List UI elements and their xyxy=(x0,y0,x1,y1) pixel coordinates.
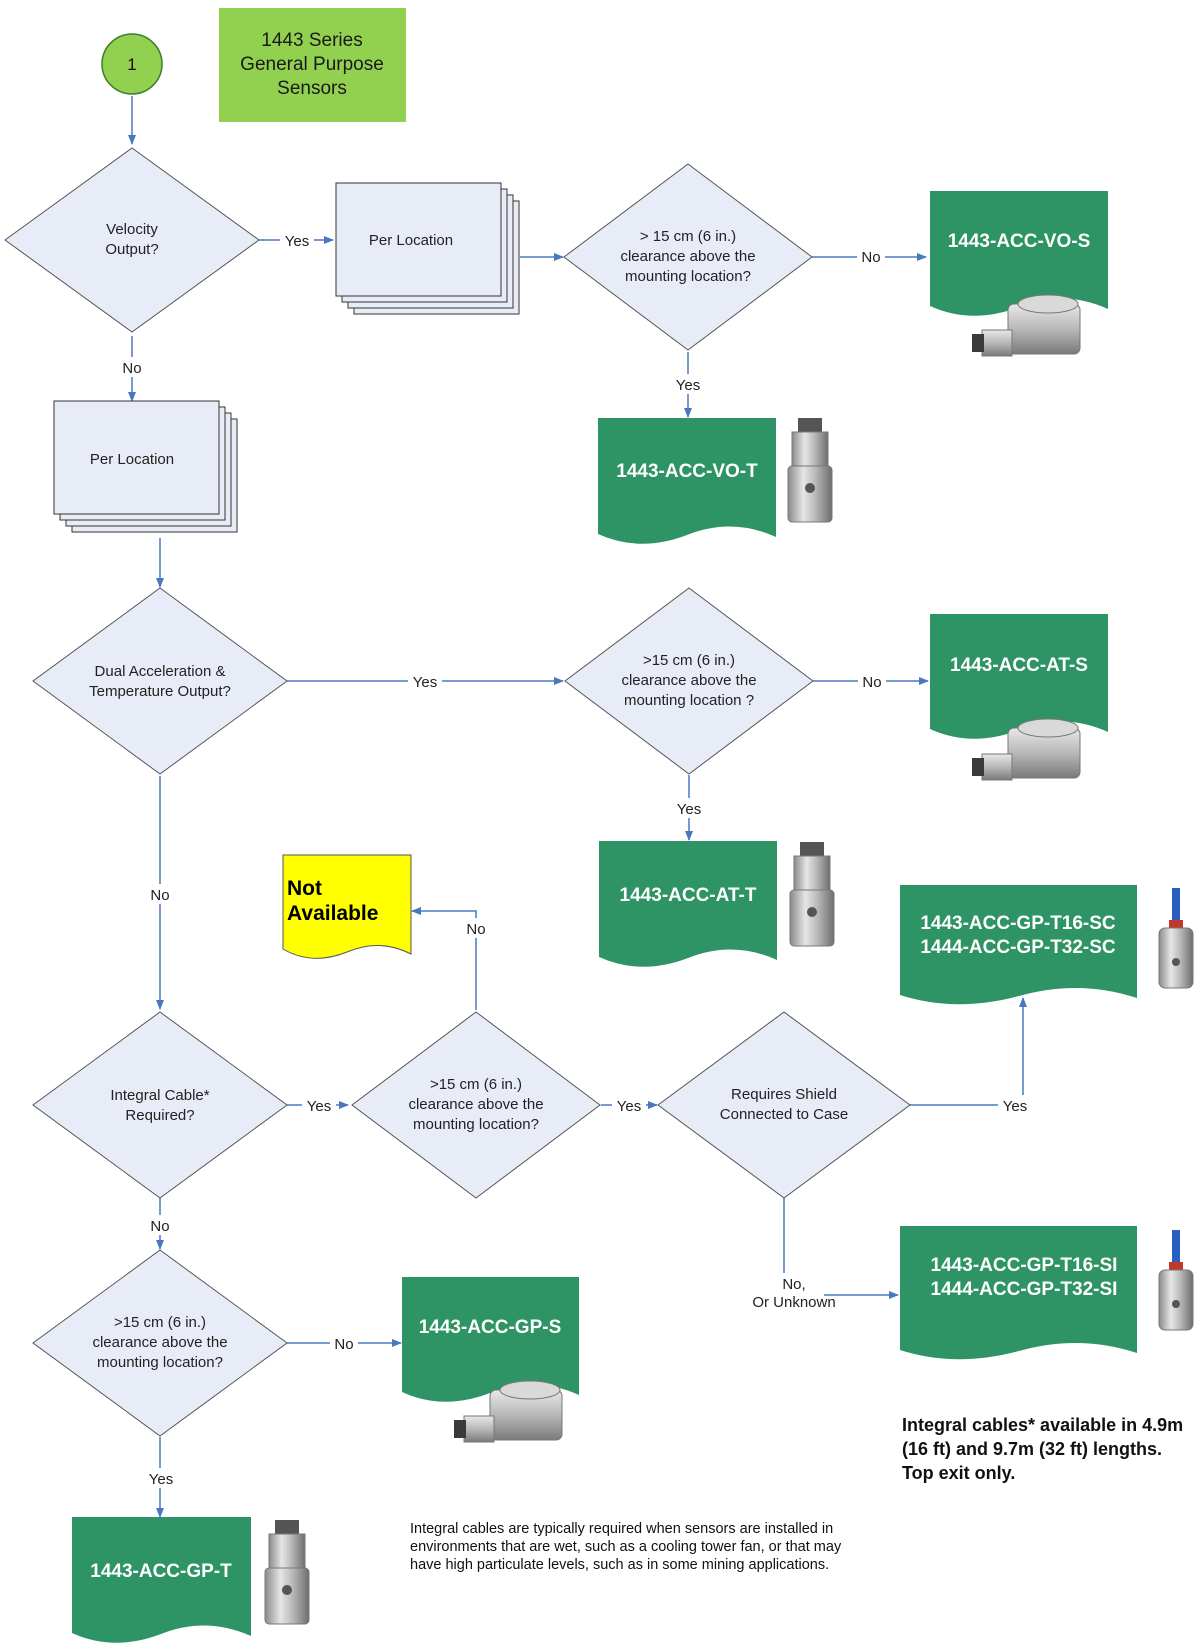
decision-velocity-line-2: Output? xyxy=(105,241,158,258)
decision-at-line-2: clearance above the xyxy=(621,672,756,689)
label-shield-no-2: Or Unknown xyxy=(752,1294,835,1311)
label-intclear-yes: Yes xyxy=(617,1098,641,1115)
product-si-label-1: 1443-ACC-GP-T16-SI xyxy=(931,1255,1118,1276)
decision-shield: Requires Shield Connected to Case xyxy=(657,1011,911,1199)
label-velocity-no: No xyxy=(122,360,141,377)
product-at-t: 1443-ACC-AT-T xyxy=(599,841,777,967)
decision-vo-line-1: > 15 cm (6 in.) xyxy=(640,228,736,245)
decision-dual-line-1: Dual Acceleration & xyxy=(95,663,226,680)
label-dual-no: No xyxy=(150,887,169,904)
top-exit-sensor-image xyxy=(789,842,835,947)
decision-int-clearance: >15 cm (6 in.) clearance above the mount… xyxy=(351,1011,601,1199)
title-line-2: General Purpose xyxy=(240,54,384,75)
decision-velocity: Velocity Output? xyxy=(4,147,260,333)
product-sc: 1443-ACC-GP-T16-SC 1444-ACC-GP-T32-SC xyxy=(900,885,1137,1005)
decision-int-line-3: mounting location? xyxy=(413,1116,539,1133)
label-atclear-yes: Yes xyxy=(677,801,701,818)
decision-dual-line-2: Temperature Output? xyxy=(89,683,231,700)
label-integral-no: No xyxy=(150,1218,169,1235)
label-intclear-no: No xyxy=(466,921,485,938)
product-sc-label-1: 1443-ACC-GP-T16-SC xyxy=(920,913,1116,934)
side-exit-sensor-image xyxy=(972,718,1081,781)
not-available: Not Available xyxy=(282,854,412,959)
decision-gp-clearance: >15 cm (6 in.) clearance above the mount… xyxy=(32,1249,288,1437)
title-box: 1443 Series General Purpose Sensors xyxy=(219,8,406,122)
top-exit-sensor-image xyxy=(787,418,833,523)
edge-labels: Yes No Yes No Yes No Yes No No Yes Yes Y… xyxy=(118,230,1032,1488)
label-integral-yes: Yes xyxy=(307,1098,331,1115)
product-si: 1443-ACC-GP-T16-SI 1444-ACC-GP-T32-SI xyxy=(900,1226,1137,1360)
label-atclear-no: No xyxy=(862,674,881,691)
label-voclear-yes: Yes xyxy=(676,377,700,394)
label-gpclear-no: No xyxy=(334,1336,353,1353)
decision-integral-line-2: Required? xyxy=(125,1107,194,1124)
decision-integral: Integral Cable* Required? xyxy=(32,1011,288,1199)
per-location-2: Per Location xyxy=(53,400,238,533)
decision-int-line-1: >15 cm (6 in.) xyxy=(430,1076,522,1093)
integral-cable-usage-note: Integral cables are typically required w… xyxy=(410,1521,842,1573)
decision-gp-line-1: >15 cm (6 in.) xyxy=(114,1314,206,1331)
decision-gp-line-2: clearance above the xyxy=(92,1334,227,1351)
product-vo-s: 1443-ACC-VO-S xyxy=(930,191,1108,316)
label-velocity-yes: Yes xyxy=(285,233,309,250)
product-gp-s-label: 1443-ACC-GP-S xyxy=(419,1317,562,1338)
product-at-s-label: 1443-ACC-AT-S xyxy=(950,655,1088,676)
decision-at-line-3: mounting location ? xyxy=(624,692,754,709)
integral-cable-lengths-note: Integral cables* available in 4.9m (16 f… xyxy=(902,1415,1184,1483)
start-label: 1 xyxy=(127,55,136,74)
label-gpclear-yes: Yes xyxy=(149,1471,173,1488)
product-vo-t: 1443-ACC-VO-T xyxy=(598,418,776,544)
not-available-line-1: Not xyxy=(287,877,322,900)
decision-at-line-1: >15 cm (6 in.) xyxy=(643,652,735,669)
label-shield-no-1: No, xyxy=(782,1276,805,1293)
decision-gp-line-3: mounting location? xyxy=(97,1354,223,1371)
decision-vo-clearance: > 15 cm (6 in.) clearance above the moun… xyxy=(563,163,813,351)
product-at-t-label: 1443-ACC-AT-T xyxy=(620,885,757,906)
edge-intclear-no xyxy=(411,907,477,1010)
top-exit-sensor-image xyxy=(264,1520,310,1625)
cable-sensor-image xyxy=(1158,1230,1194,1331)
title-line-1: 1443 Series xyxy=(261,30,362,51)
product-gp-t-label: 1443-ACC-GP-T xyxy=(90,1561,232,1582)
product-gp-t: 1443-ACC-GP-T xyxy=(72,1517,251,1643)
label-shield-yes: Yes xyxy=(1003,1098,1027,1115)
decision-shield-line-2: Connected to Case xyxy=(720,1106,848,1123)
decision-dual: Dual Acceleration & Temperature Output? xyxy=(32,587,288,775)
cable-sensor-image xyxy=(1158,888,1194,989)
label-dual-yes: Yes xyxy=(413,674,437,691)
decision-integral-line-1: Integral Cable* xyxy=(110,1087,209,1104)
per-location-1: Per Location xyxy=(335,182,520,315)
decision-vo-line-3: mounting location? xyxy=(625,268,751,285)
side-exit-sensor-image xyxy=(454,1380,563,1443)
product-gp-s: 1443-ACC-GP-S xyxy=(402,1277,579,1402)
product-sc-label-2: 1444-ACC-GP-T32-SC xyxy=(920,937,1116,958)
per-location-2-label: Per Location xyxy=(90,451,174,468)
decision-shield-line-1: Requires Shield xyxy=(731,1086,837,1103)
decision-velocity-line-1: Velocity xyxy=(106,221,158,238)
decision-int-line-2: clearance above the xyxy=(408,1096,543,1113)
not-available-line-2: Available xyxy=(287,902,378,925)
product-si-label-2: 1444-ACC-GP-T32-SI xyxy=(931,1279,1118,1300)
decision-at-clearance: >15 cm (6 in.) clearance above the mount… xyxy=(564,587,814,775)
decision-vo-line-2: clearance above the xyxy=(620,248,755,265)
label-voclear-no: No xyxy=(861,249,880,266)
start-node: 1 xyxy=(101,33,163,95)
product-at-s: 1443-ACC-AT-S xyxy=(930,614,1108,739)
side-exit-sensor-image xyxy=(972,294,1081,357)
title-line-3: Sensors xyxy=(277,78,347,99)
edge-shield-yes xyxy=(910,997,1027,1106)
product-vo-t-label: 1443-ACC-VO-T xyxy=(616,461,758,482)
per-location-1-label: Per Location xyxy=(369,232,453,249)
product-vo-s-label: 1443-ACC-VO-S xyxy=(948,231,1091,252)
